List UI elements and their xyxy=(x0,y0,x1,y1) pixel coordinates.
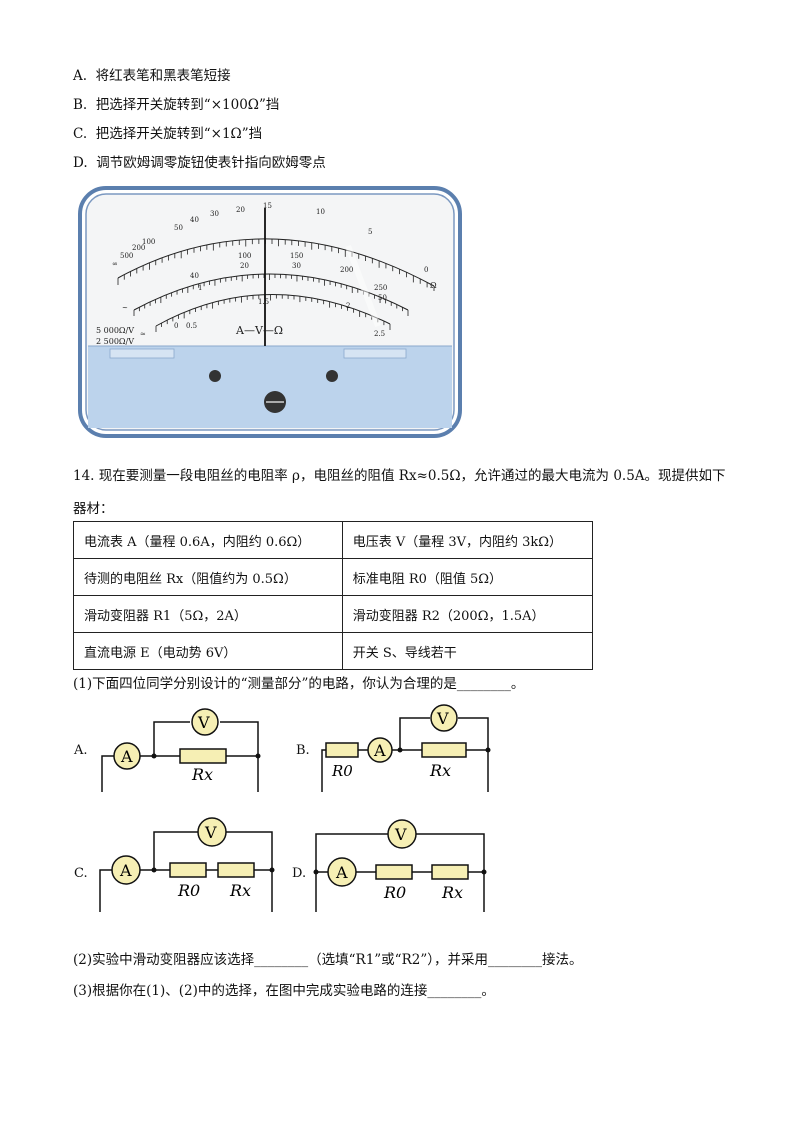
circuit-d: A V R0 Rx xyxy=(313,819,487,912)
table-cell: 待测的电阻丝 Rx（阻值约为 0.5Ω） xyxy=(73,558,343,596)
svg-text:V: V xyxy=(204,823,217,842)
svg-text:20: 20 xyxy=(240,262,249,270)
svg-text:0: 0 xyxy=(424,266,428,274)
svg-text:A: A xyxy=(373,741,386,760)
svg-text:2: 2 xyxy=(346,302,350,310)
resistor-r0 xyxy=(325,742,359,758)
svg-text:1.5: 1.5 xyxy=(258,298,269,306)
svg-text:≃: ≃ xyxy=(140,330,146,338)
table-cell: 电压表 V（量程 3V，内阻约 3kΩ） xyxy=(341,521,594,559)
circuit-b: R0 A V Rx xyxy=(321,704,491,792)
svg-text:V: V xyxy=(394,825,407,844)
table-row: 直流电源 E（电动势 6V） 开关 S、导线若干 xyxy=(73,632,594,670)
table-row: 待测的电阻丝 Rx（阻值约为 0.5Ω） 标准电阻 R0（阻值 5Ω） xyxy=(73,558,594,596)
table-cell: 标准电阻 R0（阻值 5Ω） xyxy=(341,558,594,596)
ohm-inf-label: ∞ xyxy=(112,260,118,268)
ammeter-icon xyxy=(111,855,141,885)
part2-text: (2)实验中滑动变阻器应该选择________（选填“R1”或“R2”），并采用… xyxy=(73,952,583,968)
svg-text:10: 10 xyxy=(316,208,325,216)
table-cell: 滑动变阻器 R1（5Ω，2A） xyxy=(73,595,343,633)
resistor-rx xyxy=(431,864,469,880)
svg-text:150: 150 xyxy=(290,252,303,260)
svg-text:Rx: Rx xyxy=(429,761,451,780)
table-cell: 电流表 A（量程 0.6A，内阻约 0.6Ω） xyxy=(73,521,343,559)
svg-text:A: A xyxy=(120,747,133,766)
svg-text:V: V xyxy=(436,709,449,728)
svg-text:Rx: Rx xyxy=(229,881,251,900)
svg-text:R0: R0 xyxy=(383,883,406,902)
svg-text:0.5: 0.5 xyxy=(186,322,197,330)
svg-text:A: A xyxy=(119,861,132,880)
circuit-c: A V R0 Rx xyxy=(99,817,275,912)
equipment-table: 电流表 A（量程 0.6A，内阻约 0.6Ω） 电压表 V（量程 3V，内阻约 … xyxy=(73,521,594,670)
ammeter-icon xyxy=(327,857,357,887)
part3-text: (3)根据你在(1)、(2)中的选择，在图中完成实验电路的连接________。 xyxy=(73,983,495,999)
option-d: D. 调节欧姆调零旋钮使表针指向欧姆零点 xyxy=(73,155,326,171)
svg-text:5 000Ω/V: 5 000Ω/V xyxy=(96,326,134,335)
svg-text:30: 30 xyxy=(210,210,219,218)
resistor-rx xyxy=(217,862,255,878)
ammeter-icon xyxy=(113,742,141,770)
svg-text:200: 200 xyxy=(340,266,353,274)
ammeter-icon xyxy=(367,737,393,763)
svg-text:~: ~ xyxy=(122,304,128,312)
svg-text:50: 50 xyxy=(174,224,183,232)
svg-text:40: 40 xyxy=(190,272,199,280)
svg-text:Rx: Rx xyxy=(191,765,213,784)
svg-text:20: 20 xyxy=(236,206,245,214)
svg-text:30: 30 xyxy=(292,262,301,270)
part1-text: (1)下面四位同学分别设计的“测量部分”的电路，你认为合理的是________。 xyxy=(73,676,525,692)
svg-text:R0: R0 xyxy=(331,762,353,780)
resistor-rx xyxy=(179,748,227,764)
option-c: C. 把选择开关旋转到“×1Ω”挡 xyxy=(73,126,263,142)
table-row: 电流表 A（量程 0.6A，内阻约 0.6Ω） 电压表 V（量程 3V，内阻约 … xyxy=(73,521,594,559)
resistor-r0 xyxy=(169,862,207,878)
q14-line2: 器材： xyxy=(73,501,114,517)
voltmeter-icon xyxy=(430,704,458,732)
svg-text:500: 500 xyxy=(120,252,133,260)
resistor-r0 xyxy=(375,864,413,880)
circuit-d-label: D. xyxy=(292,866,307,881)
voltmeter-icon xyxy=(191,708,219,736)
multimeter-dial: ∞ 500 200 100 50 40 30 20 15 10 5 0 Ω 10… xyxy=(78,186,462,438)
svg-text:2 500Ω/V: 2 500Ω/V xyxy=(96,337,134,346)
left-screw xyxy=(209,370,221,382)
resistor-rx xyxy=(421,742,467,758)
svg-text:1: 1 xyxy=(198,284,202,292)
table-cell: 滑动变阻器 R2（200Ω，1.5A） xyxy=(341,595,594,633)
table-row: 滑动变阻器 R1（5Ω，2A） 滑动变阻器 R2（200Ω，1.5A） xyxy=(73,595,594,633)
right-screw xyxy=(326,370,338,382)
svg-text:A: A xyxy=(335,863,348,882)
svg-text:2.5: 2.5 xyxy=(374,330,385,338)
option-b: B. 把选择开关旋转到“×100Ω”挡 xyxy=(73,97,280,113)
option-a: A. 将红表笔和黑表笔短接 xyxy=(73,68,231,84)
circuit-a-label: A. xyxy=(74,743,88,758)
circuit-a: A V Rx xyxy=(101,708,261,792)
svg-text:50: 50 xyxy=(378,294,387,302)
voltmeter-icon xyxy=(197,817,227,847)
voltmeter-icon xyxy=(387,819,417,849)
svg-text:5: 5 xyxy=(368,228,372,236)
table-cell: 开关 S、导线若干 xyxy=(341,632,594,670)
svg-text:Ω: Ω xyxy=(430,281,437,290)
table-cell: 直流电源 E（电动势 6V） xyxy=(73,632,343,670)
svg-text:V: V xyxy=(197,713,210,732)
svg-text:40: 40 xyxy=(190,216,199,224)
svg-text:0: 0 xyxy=(174,322,178,330)
svg-text:100: 100 xyxy=(238,252,251,260)
q14-line1: 14. 现在要测量一段电阻丝的电阻率 ρ，电阻丝的阻值 Rx≈0.5Ω，允许通过… xyxy=(73,468,726,484)
function-label: A—V—Ω xyxy=(235,324,283,337)
svg-text:R0: R0 xyxy=(177,881,200,900)
svg-text:200: 200 xyxy=(132,244,145,252)
circuit-b-label: B. xyxy=(296,743,310,758)
circuit-c-label: C. xyxy=(74,866,88,881)
svg-text:Rx: Rx xyxy=(441,883,463,902)
svg-text:250: 250 xyxy=(374,284,387,292)
svg-text:15: 15 xyxy=(263,202,272,210)
svg-text:100: 100 xyxy=(142,238,155,246)
